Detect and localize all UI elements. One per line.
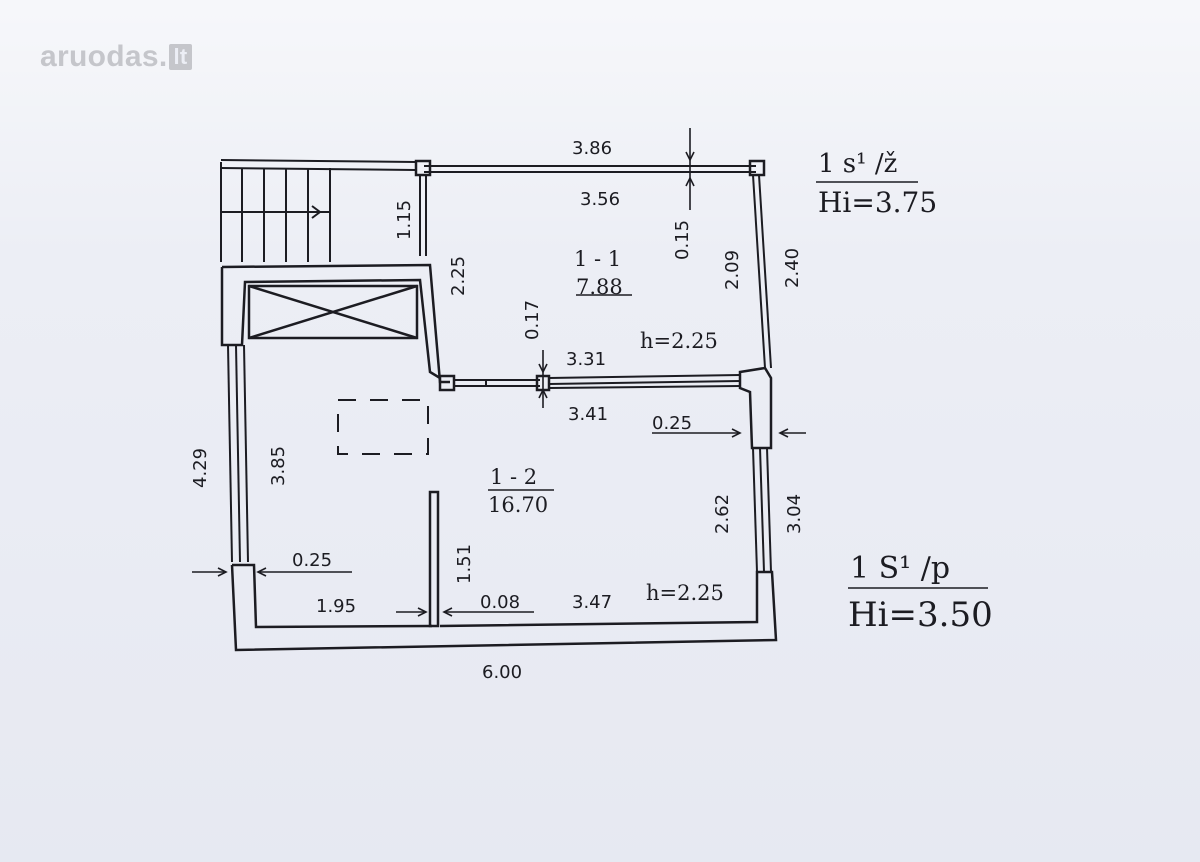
dimension-labels: 3.86 3.56 1.15 2.25 0.15 2.09 2.40 0.17 … <box>190 138 805 683</box>
dim-mid-331: 3.31 <box>566 349 606 370</box>
dim-wall-right-025: 0.25 <box>652 413 692 434</box>
staircase <box>220 159 417 262</box>
table-outline <box>337 399 429 455</box>
dim-top-outer: 3.86 <box>572 138 612 159</box>
wall-room11-right <box>752 174 772 369</box>
level-labels: 1 s¹ /ž Hi=3.75 1 S¹ /p Hi=3.50 <box>818 149 993 635</box>
dim-wall-bottom-025: 0.25 <box>292 550 332 571</box>
dim-stair-height: 1.15 <box>394 200 415 240</box>
dim-right-upper: 2.40 <box>782 248 803 288</box>
room-11-ceiling: h=2.25 <box>640 329 718 353</box>
dim-bottom-outer: 6.00 <box>482 662 522 683</box>
wall-room12-left <box>227 344 249 563</box>
room-11-area: 7.88 <box>576 275 623 299</box>
dim-left-inner: 3.85 <box>268 446 289 486</box>
level-upper-label: 1 s¹ /ž <box>818 149 897 179</box>
dim-right-lower-inner: 2.62 <box>712 494 733 534</box>
wall-bottom <box>230 490 778 652</box>
wall-top <box>414 159 766 177</box>
wall-room11-left <box>419 175 427 256</box>
dim-bottom-right: 3.47 <box>572 592 612 613</box>
level-lower-height: Hi=3.50 <box>848 595 993 635</box>
dimension-lines <box>192 128 988 617</box>
room-12-ceiling: h=2.25 <box>646 581 724 605</box>
dim-room11-height: 2.09 <box>722 250 743 290</box>
dim-right-lower-outer: 3.04 <box>784 494 805 534</box>
room-labels: 1 - 1 7.88 h=2.25 1 - 2 16.70 h=2.25 <box>488 247 724 605</box>
wall-middle <box>438 366 773 450</box>
dim-partition-thickness: 0.08 <box>480 592 520 613</box>
watermark-brand: aruodas <box>40 40 159 73</box>
wall-shaft <box>220 263 450 384</box>
dim-wall-left-225: 2.25 <box>448 256 469 296</box>
level-lower-label: 1 S¹ /p <box>850 551 950 586</box>
dim-gap-015: 0.15 <box>672 220 693 260</box>
watermark-tld: lt <box>169 44 192 70</box>
dim-gap-017: 0.17 <box>522 300 543 340</box>
dim-partition-height: 1.51 <box>454 544 475 584</box>
dim-mid-341: 3.41 <box>568 404 608 425</box>
room-11-id: 1 - 1 <box>574 247 621 271</box>
room-12-area: 16.70 <box>488 493 548 517</box>
wall-room12-right <box>752 447 772 573</box>
dim-left-outer: 4.29 <box>190 448 211 488</box>
room-12-id: 1 - 2 <box>490 465 537 489</box>
dim-top-inner: 3.56 <box>580 189 620 210</box>
dim-bottom-left: 1.95 <box>316 596 356 617</box>
level-upper-height: Hi=3.75 <box>818 186 937 219</box>
watermark-logo: aruodas.lt <box>40 40 192 74</box>
